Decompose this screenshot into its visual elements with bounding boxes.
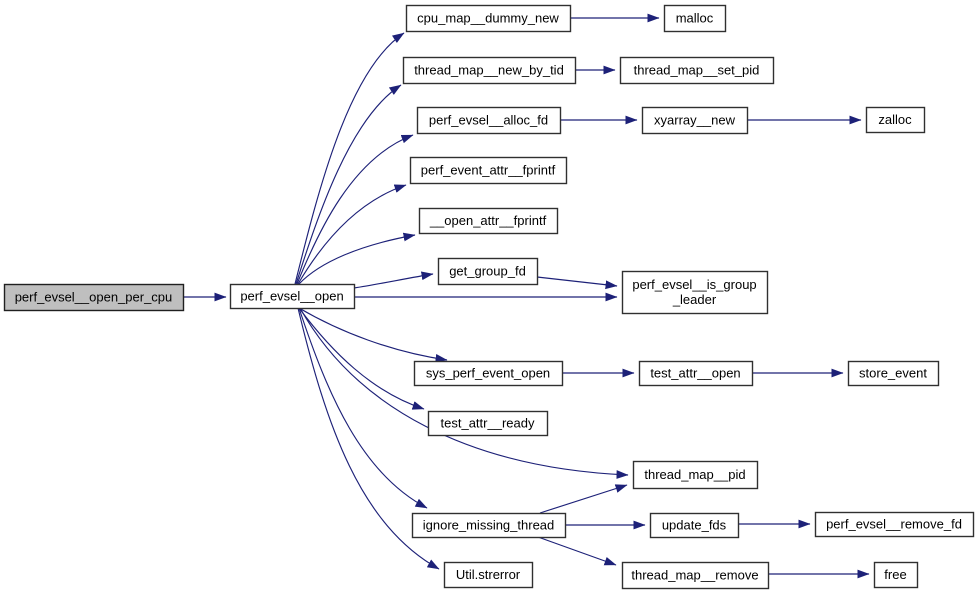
node-box-perf_evsel__open[interactable] bbox=[229, 283, 356, 310]
edge-perf_evsel__open-to-ignore_missing_thread bbox=[298, 307, 428, 509]
edge-perf_evsel__open-to-thread_map__new_by_tid bbox=[295, 84, 402, 285]
edge-perf_evsel__open-to-cpu_map__dummy_new bbox=[294, 32, 405, 285]
node-label-cpu_map__dummy_new: cpu_map__dummy_new bbox=[417, 11, 559, 26]
node-label-thread_map__new_by_tid: thread_map__new_by_tid bbox=[414, 63, 564, 78]
node-box-malloc[interactable] bbox=[663, 4, 727, 33]
node-thread_map__remove[interactable]: thread_map__remove bbox=[621, 561, 770, 590]
node-box-ignore_missing_thread[interactable] bbox=[411, 512, 567, 539]
node-label-free: free bbox=[884, 567, 906, 582]
node-box-sys_perf_event_open[interactable] bbox=[413, 360, 564, 387]
node-malloc[interactable]: malloc bbox=[663, 4, 727, 33]
node-label-update_fds: update_fds bbox=[662, 518, 727, 533]
node-__open_attr__fprintf[interactable]: __open_attr__fprintf bbox=[418, 207, 559, 235]
node-box-thread_map__remove[interactable] bbox=[621, 561, 770, 590]
node-label-zalloc: zalloc bbox=[878, 112, 912, 127]
edge-perf_evsel__open-to-sys_perf_event_open bbox=[298, 307, 448, 363]
node-label-get_group_fd: get_group_fd bbox=[449, 264, 526, 279]
node-get_group_fd[interactable]: get_group_fd bbox=[437, 257, 539, 286]
node-perf_evsel__open_per_cpu[interactable]: perf_evsel__open_per_cpu bbox=[3, 283, 185, 312]
edge-perf_evsel__open-to-test_attr__ready bbox=[298, 307, 425, 410]
node-box-thread_map__pid[interactable] bbox=[632, 460, 759, 490]
edge-perf_evsel__open-to-perf_event_attr__fprintf bbox=[297, 184, 407, 285]
node-label-xyarray__new: xyarray__new bbox=[654, 113, 736, 128]
node-box-Util.strerror[interactable] bbox=[443, 561, 534, 589]
node-label-test_attr__ready: test_attr__ready bbox=[441, 416, 535, 431]
node-label-perf_event_attr__fprintf: perf_event_attr__fprintf bbox=[421, 163, 556, 178]
edge-perf_evsel__open-to-__open_attr__fprintf bbox=[298, 232, 416, 285]
node-update_fds[interactable]: update_fds bbox=[649, 512, 740, 539]
node-box-get_group_fd[interactable] bbox=[437, 257, 539, 286]
node-test_attr__ready[interactable]: test_attr__ready bbox=[427, 410, 549, 437]
node-thread_map__new_by_tid[interactable]: thread_map__new_by_tid bbox=[402, 56, 577, 85]
node-box-test_attr__open[interactable] bbox=[638, 360, 754, 387]
node-box-perf_event_attr__fprintf[interactable] bbox=[409, 156, 568, 185]
edge-get_group_fd-to-perf_evsel__is_group_leader bbox=[536, 276, 618, 290]
node-cpu_map__dummy_new[interactable]: cpu_map__dummy_new bbox=[405, 4, 572, 33]
node-test_attr__open[interactable]: test_attr__open bbox=[638, 360, 754, 387]
node-Util.strerror[interactable]: Util.strerror bbox=[443, 561, 534, 589]
edge-perf_evsel__open-to-Util.strerror bbox=[297, 307, 440, 570]
node-label-perf_evsel__alloc_fd: perf_evsel__alloc_fd bbox=[429, 113, 548, 128]
edge-ignore_missing_thread-to-thread_map__remove bbox=[537, 536, 617, 566]
node-xyarray__new[interactable]: xyarray__new bbox=[641, 106, 749, 135]
node-perf_evsel__open[interactable]: perf_evsel__open bbox=[229, 283, 356, 310]
node-thread_map__pid[interactable]: thread_map__pid bbox=[632, 460, 759, 490]
node-label-__open_attr__fprintf: __open_attr__fprintf bbox=[429, 213, 547, 228]
node-label-Util.strerror: Util.strerror bbox=[456, 567, 521, 582]
node-perf_evsel__remove_fd[interactable]: perf_evsel__remove_fd bbox=[814, 511, 975, 538]
node-box-perf_evsel__open_per_cpu[interactable] bbox=[3, 283, 185, 312]
edges-layer bbox=[183, 13, 870, 579]
node-label-sys_perf_event_open: sys_perf_event_open bbox=[426, 366, 550, 381]
node-label-ignore_missing_thread: ignore_missing_thread bbox=[423, 518, 555, 533]
node-thread_map__set_pid[interactable]: thread_map__set_pid bbox=[619, 56, 775, 85]
node-sys_perf_event_open[interactable]: sys_perf_event_open bbox=[413, 360, 564, 387]
node-box-perf_evsel__is_group_leader[interactable] bbox=[621, 270, 769, 315]
node-label-malloc: malloc bbox=[676, 11, 714, 26]
node-box-xyarray__new[interactable] bbox=[641, 106, 749, 135]
node-free[interactable]: free bbox=[873, 561, 919, 589]
edge-perf_evsel__open-to-thread_map__pid bbox=[299, 307, 629, 479]
node-label-perf_evsel__remove_fd: perf_evsel__remove_fd bbox=[826, 517, 962, 532]
node-box-__open_attr__fprintf[interactable] bbox=[418, 207, 559, 235]
node-box-zalloc[interactable] bbox=[865, 106, 926, 134]
node-perf_event_attr__fprintf[interactable]: perf_event_attr__fprintf bbox=[409, 156, 568, 185]
node-label-test_attr__open: test_attr__open bbox=[650, 366, 740, 381]
node-ignore_missing_thread[interactable]: ignore_missing_thread bbox=[411, 512, 567, 539]
edge-ignore_missing_thread-to-thread_map__pid bbox=[539, 484, 628, 514]
node-label-store_event: store_event bbox=[859, 366, 927, 381]
node-box-thread_map__set_pid[interactable] bbox=[619, 56, 775, 85]
node-box-thread_map__new_by_tid[interactable] bbox=[402, 56, 577, 85]
edge-perf_evsel__open-to-get_group_fd bbox=[353, 271, 434, 289]
node-label-perf_evsel__is_group_leader: perf_evsel__is_group_leader bbox=[632, 277, 756, 307]
node-label-thread_map__pid: thread_map__pid bbox=[644, 467, 745, 482]
node-label-perf_evsel__open: perf_evsel__open bbox=[240, 289, 343, 304]
node-box-test_attr__ready[interactable] bbox=[427, 410, 549, 437]
node-zalloc[interactable]: zalloc bbox=[865, 106, 926, 134]
node-box-update_fds[interactable] bbox=[649, 512, 740, 539]
node-label-thread_map__remove: thread_map__remove bbox=[631, 568, 758, 583]
node-perf_evsel__alloc_fd[interactable]: perf_evsel__alloc_fd bbox=[416, 106, 562, 135]
node-box-free[interactable] bbox=[873, 561, 919, 589]
node-label-thread_map__set_pid: thread_map__set_pid bbox=[634, 63, 760, 78]
node-label-perf_evsel__open_per_cpu: perf_evsel__open_per_cpu bbox=[15, 290, 173, 305]
node-box-store_event[interactable] bbox=[847, 360, 940, 387]
node-box-perf_evsel__alloc_fd[interactable] bbox=[416, 106, 562, 135]
nodes-layer: perf_evsel__open_per_cpu perf_evsel__open… bbox=[3, 4, 975, 590]
node-perf_evsel__is_group_leader[interactable]: perf_evsel__is_group_leader bbox=[621, 270, 769, 315]
node-box-cpu_map__dummy_new[interactable] bbox=[405, 4, 572, 33]
edge-perf_evsel__open-to-perf_evsel__alloc_fd bbox=[296, 134, 414, 285]
node-box-perf_evsel__remove_fd[interactable] bbox=[814, 511, 975, 538]
node-store_event[interactable]: store_event bbox=[847, 360, 940, 387]
